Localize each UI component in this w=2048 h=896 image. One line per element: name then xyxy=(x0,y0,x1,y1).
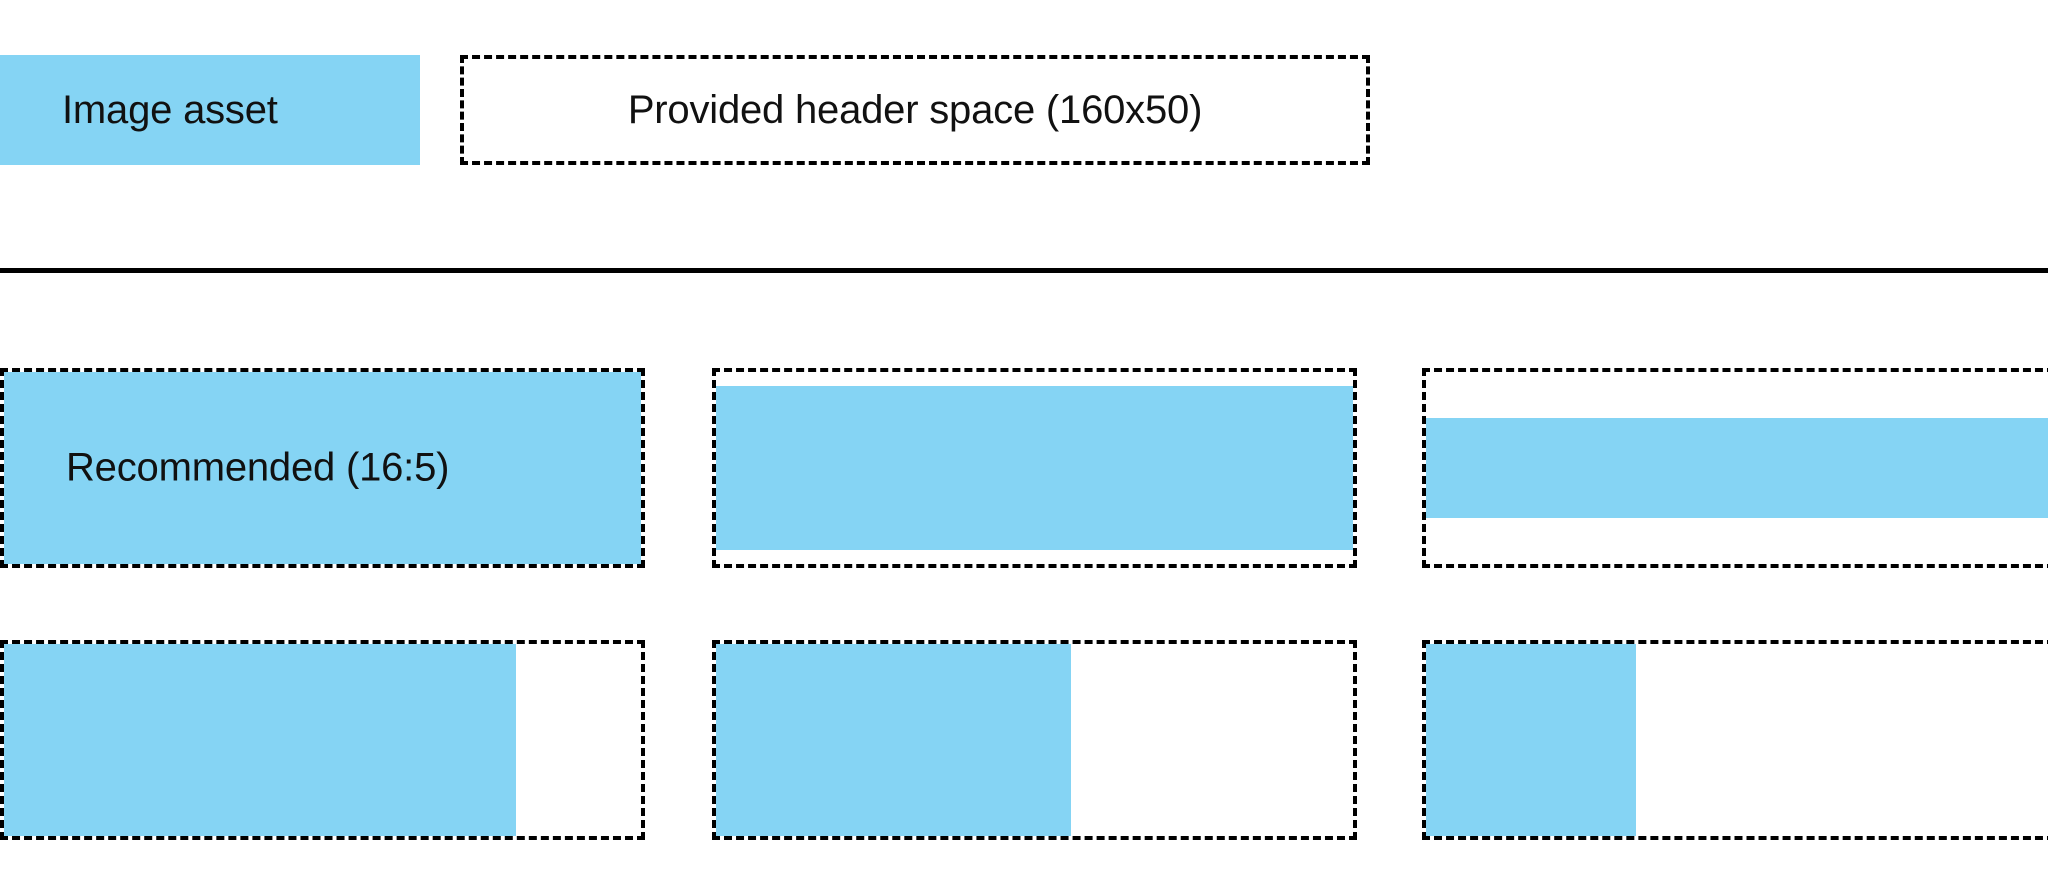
sample-box-wide-asset xyxy=(0,640,645,840)
legend-image-asset-swatch: Image asset xyxy=(0,55,420,165)
sample-fill-wide-asset xyxy=(4,644,516,836)
legend-provided-header-space-outline: Provided header space (160x50) xyxy=(460,55,1370,165)
sample-box-shorter-asset xyxy=(1422,368,2048,568)
sample-fill-narrow-asset xyxy=(1426,644,1636,836)
sample-fill-medium-asset xyxy=(716,644,1071,836)
sample-fill-shorter-asset xyxy=(1426,418,2048,518)
sample-box-taller-asset xyxy=(712,368,1357,568)
sample-fill-recommended-16-5 xyxy=(4,372,641,564)
section-divider xyxy=(0,268,2048,273)
sample-box-medium-asset xyxy=(712,640,1357,840)
sample-box-recommended-16-5: Recommended (16:5) xyxy=(0,368,645,568)
sample-box-narrow-asset xyxy=(1422,640,2048,840)
legend-image-asset-label: Image asset xyxy=(62,87,278,132)
sample-label-recommended: Recommended (16:5) xyxy=(66,445,450,490)
sample-fill-taller-asset xyxy=(716,386,1353,550)
legend-provided-header-space-label: Provided header space (160x50) xyxy=(627,87,1203,132)
